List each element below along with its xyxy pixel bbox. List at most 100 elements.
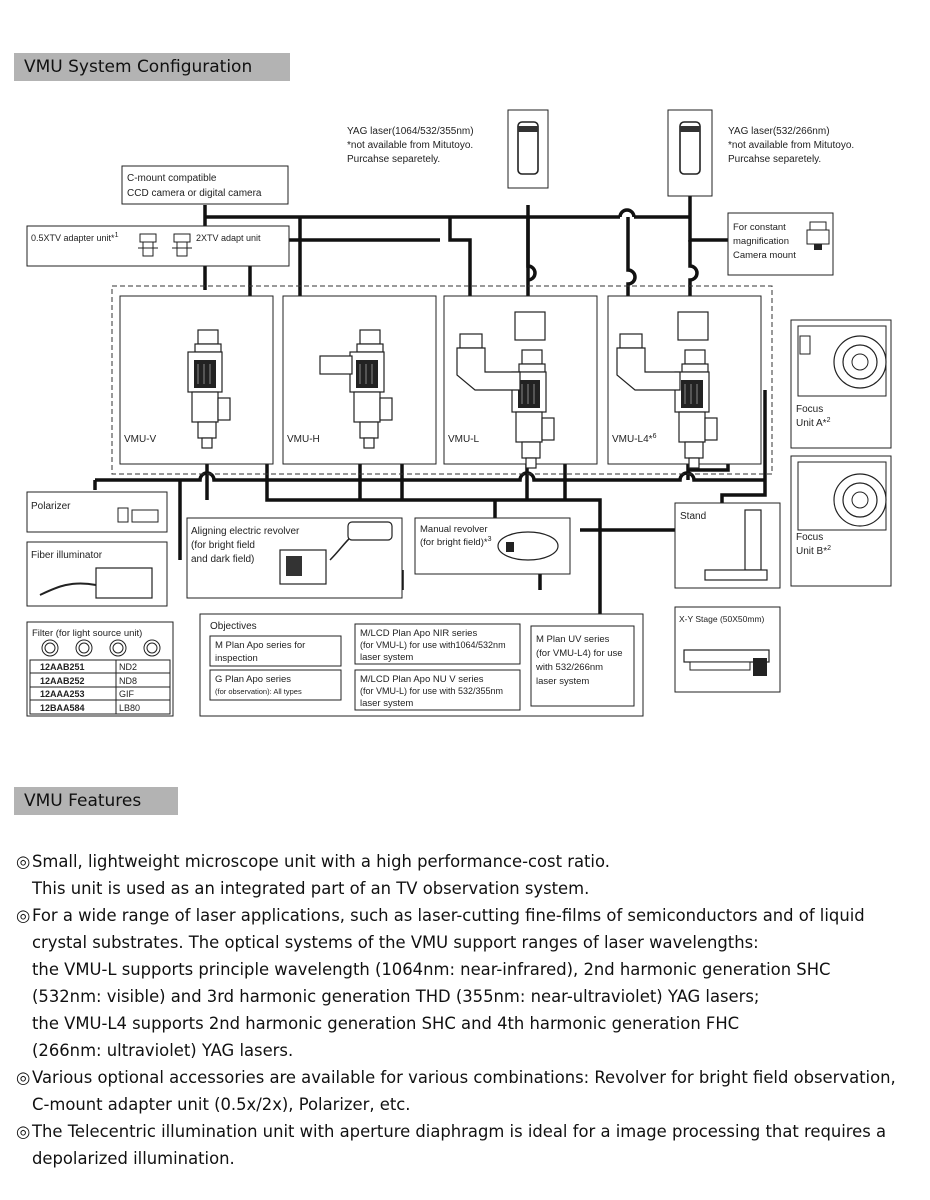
filter-code-3: 12BAA584: [40, 703, 85, 713]
filter-code-1: 12AAB252: [40, 676, 85, 686]
obj-uv-line-2: with 532/266nm: [535, 662, 603, 673]
feature-item: ◎Small, lightweight microscope unit with…: [16, 848, 921, 902]
svg-text:VMU-L4*6: VMU-L4*6: [612, 433, 657, 445]
obj-uv-line-1: (for VMU-L4) for use: [536, 648, 623, 659]
feature-line: This unit is used as an integrated part …: [32, 879, 590, 898]
adapter-05-sup: 1: [115, 232, 119, 239]
polarizer-box: Polarizer: [26, 491, 168, 533]
objectives-title: Objectives: [210, 621, 257, 632]
aligning-line-2: and dark field): [191, 554, 254, 565]
yag-laser-left: YAG laser(1064/532/355nm) *not available…: [347, 109, 549, 189]
obj-nuv-line-2: laser system: [360, 698, 413, 709]
obj-g-plan-line-0: G Plan Apo series: [215, 674, 291, 685]
adapter-2x-icon: [172, 233, 192, 257]
cmount-line-0: C-mount compatible: [127, 173, 217, 184]
obj-uv-line-0: M Plan UV series: [536, 634, 610, 645]
manual-revolver-box: Manual revolver (for bright field)*3: [414, 517, 571, 575]
bullet-icon: ◎: [16, 852, 31, 871]
bullet-icon: ◎: [16, 1122, 31, 1141]
feature-item: ◎Various optional accessories are availa…: [16, 1064, 921, 1118]
feature-item: ◎The Telecentric illumination unit with …: [16, 1118, 921, 1172]
manual-line-1: (for bright field)*: [420, 537, 488, 548]
obj-m-plan-line-0: M Plan Apo series for: [215, 640, 305, 651]
vmu-v-label: VMU-V: [124, 434, 157, 445]
yag-left-line-1: *not available from Mitutoyo.: [347, 140, 473, 151]
manual-sup: 3: [488, 536, 492, 543]
aligning-line-0: Aligning electric revolver: [191, 526, 300, 537]
vmu-l-unit: VMU-L: [443, 295, 598, 469]
feature-line: Various optional accessories are availab…: [32, 1068, 896, 1087]
vmu-v-unit: VMU-V: [119, 295, 274, 465]
obj-nir-line-1: (for VMU-L) for use with1064/532nm: [360, 640, 506, 650]
adapter-2x-label: 2XTV adapt unit: [196, 233, 261, 243]
fiber-illuminator-box: Fiber illuminator: [26, 541, 168, 607]
aligning-line-1: (for bright field: [191, 540, 255, 551]
filter-code-0: 12AAB251: [40, 662, 85, 672]
filter-table: 12AAB251 ND2 12AAB252 ND8 12AAA253 GIF 1…: [29, 659, 171, 715]
vmu-l-label: VMU-L: [448, 434, 480, 445]
obj-nuv-line-0: M/LCD Plan Apo NU V series: [360, 674, 484, 685]
vmu-h-unit: VMU-H: [282, 295, 437, 465]
filter-name-1: ND8: [119, 676, 137, 686]
focus-unit-b: Focus Unit B*2: [790, 455, 892, 587]
yag-right-line-1: *not available from Mitutoyo.: [728, 140, 854, 151]
stand-box: Stand: [674, 502, 781, 589]
yag-right-line-0: YAG laser(532/266nm): [728, 126, 830, 137]
filter-code-2: 12AAA253: [40, 689, 85, 699]
obj-m-plan-line-1: inspection: [215, 653, 258, 664]
bullet-icon: ◎: [16, 906, 31, 925]
obj-g-plan-line-1: (for observation): All types: [215, 687, 302, 696]
objectives-box: Objectives M Plan Apo series for inspect…: [199, 613, 644, 717]
filter-name-0: ND2: [119, 662, 137, 672]
features-section-header: VMU Features: [14, 787, 178, 815]
focus-b-line-0: Focus: [796, 532, 823, 543]
focus-a-sup: 2: [827, 417, 831, 424]
aligning-revolver-box: Aligning electric revolver (for bright f…: [186, 517, 403, 599]
yag-laser-right: YAG laser(532/266nm) *not available from…: [667, 109, 854, 197]
cmount-camera-box: C-mount compatible CCD camera or digital…: [121, 165, 289, 205]
xy-stage-box: X-Y Stage (50X50mm): [674, 606, 781, 693]
yag-left-line-0: YAG laser(1064/532/355nm): [347, 126, 474, 137]
adapter-05-label: 0.5XTV adapter unit*: [31, 233, 115, 243]
obj-nir-line-2: laser system: [360, 652, 413, 663]
vmu-h-label: VMU-H: [287, 434, 320, 445]
feature-line: crystal substrates. The optical systems …: [32, 933, 759, 952]
stand-label: Stand: [680, 511, 706, 522]
constant-mag-line-1: magnification: [733, 236, 789, 247]
focus-unit-a: Focus Unit A*2: [790, 319, 892, 449]
yag-left-line-2: Purcahse separetely.: [347, 154, 440, 165]
filter-title: Filter (for light source unit): [32, 628, 142, 639]
feature-line: For a wide range of laser applications, …: [32, 906, 865, 925]
focus-b-line-1: Unit B*: [796, 546, 827, 557]
vmu-l4-sup: 6: [653, 433, 657, 440]
svg-text:(for bright field)*3: (for bright field)*3: [420, 536, 492, 548]
xy-stage-label: X-Y Stage (50X50mm): [679, 614, 765, 624]
constant-mag-line-2: Camera mount: [733, 250, 796, 261]
focus-a-line-0: Focus: [796, 404, 823, 415]
features-list: ◎Small, lightweight microscope unit with…: [16, 848, 921, 1172]
system-configuration-diagram: YAG laser(1064/532/355nm) *not available…: [26, 109, 892, 717]
feature-line: Small, lightweight microscope unit with …: [32, 852, 610, 871]
obj-nuv-line-1: (for VMU-L) for use with 532/355nm: [360, 686, 503, 696]
bullet-icon: ◎: [16, 1068, 31, 1087]
fiber-label: Fiber illuminator: [31, 550, 103, 561]
feature-line: the VMU-L4 supports 2nd harmonic generat…: [32, 1014, 740, 1033]
feature-item: ◎For a wide range of laser applications,…: [16, 902, 921, 1064]
filter-name-3: LB80: [119, 703, 140, 713]
focus-b-sup: 2: [827, 545, 831, 552]
vmu-units-group: [111, 285, 773, 475]
filter-box: Filter (for light source unit) 12AAB251 …: [26, 621, 174, 717]
svg-text:Unit B*2: Unit B*2: [796, 545, 831, 557]
obj-nir-line-0: M/LCD Plan Apo NIR series: [360, 628, 477, 639]
svg-text:Unit A*2: Unit A*2: [796, 417, 831, 429]
svg-text:0.5XTV adapter unit*1: 0.5XTV adapter unit*1: [31, 232, 119, 243]
feature-line: the VMU-L supports principle wavelength …: [32, 960, 831, 979]
vmu-l4-label: VMU-L4*: [612, 434, 653, 445]
feature-line: (532nm: visible) and 3rd harmonic genera…: [32, 987, 760, 1006]
constant-mag-line-0: For constant: [733, 222, 786, 233]
feature-line: C-mount adapter unit (0.5x/2x), Polarize…: [32, 1095, 411, 1114]
constant-mag-box: For constant magnification Camera mount: [727, 212, 834, 276]
config-section-header: VMU System Configuration: [14, 53, 290, 81]
obj-uv-line-3: laser system: [536, 676, 589, 687]
tv-adapter-box: 0.5XTV adapter unit*1 2XTV adapt unit: [26, 225, 290, 267]
